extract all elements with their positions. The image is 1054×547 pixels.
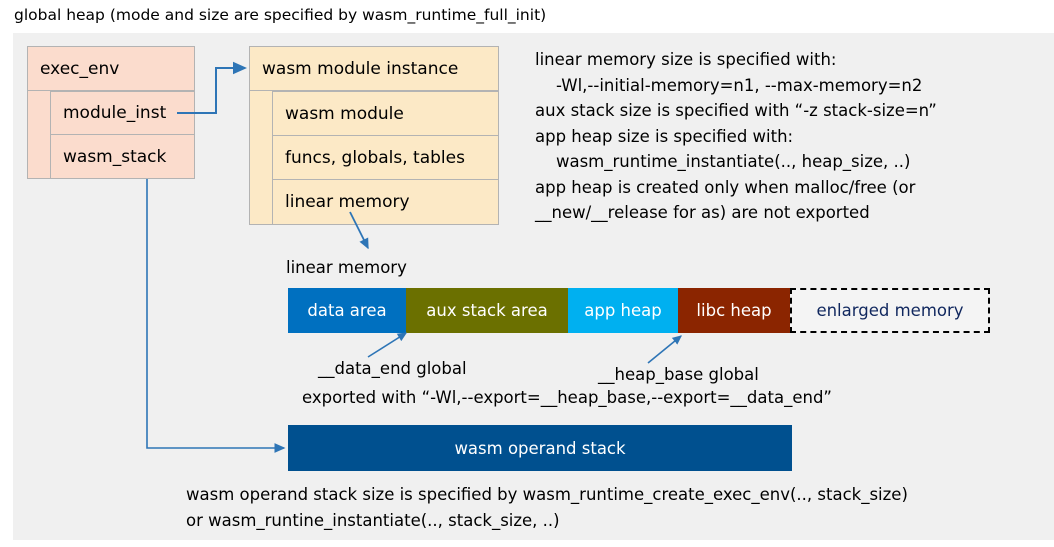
page-title: global heap (mode and size are specified… bbox=[14, 6, 547, 24]
module-instance-field-funcs-globals-tables-label: funcs, globals, tables bbox=[285, 147, 465, 168]
annotation-data-end: __data_end global bbox=[318, 359, 467, 378]
exec-env-field-wasm-stack: wasm_stack bbox=[50, 134, 195, 179]
memory-segment-label: libc heap bbox=[696, 301, 772, 320]
memory-segment-app-heap: app heap bbox=[568, 288, 678, 333]
wasm-operand-stack-label: wasm operand stack bbox=[454, 438, 626, 458]
memory-segment-label: data area bbox=[307, 301, 387, 320]
exec-env-header: exec_env bbox=[27, 46, 195, 91]
module-instance-header: wasm module instance bbox=[249, 46, 499, 91]
operand-stack-note: wasm operand stack size is specified by … bbox=[186, 485, 908, 530]
linear-memory-bar-label: linear memory bbox=[286, 258, 407, 277]
memory-segment-label: enlarged memory bbox=[816, 301, 964, 320]
module-instance-field-funcs-globals-tables: funcs, globals, tables bbox=[272, 135, 499, 180]
module-instance-indent-column bbox=[249, 91, 273, 225]
exec-env-indent-column bbox=[27, 91, 51, 179]
memory-segment-data-area: data area bbox=[288, 288, 406, 333]
wasm-operand-stack-bar: wasm operand stack bbox=[288, 425, 792, 471]
memory-segment-label: app heap bbox=[584, 301, 662, 320]
annotation-exported-with: exported with “-Wl,--export=__heap_base,… bbox=[302, 388, 832, 407]
module-instance-field-wasm-module: wasm module bbox=[272, 91, 499, 136]
module-instance-field-wasm-module-label: wasm module bbox=[285, 103, 404, 124]
module-instance-field-linear-memory-label: linear memory bbox=[285, 192, 410, 212]
memory-segment-libc-heap: libc heap bbox=[678, 288, 790, 333]
linear-memory-notes: linear memory size is specified with: -W… bbox=[535, 50, 937, 222]
exec-env-field-module-inst-label: module_inst bbox=[63, 103, 167, 123]
exec-env-header-label: exec_env bbox=[40, 58, 120, 79]
exec-env-field-wasm-stack-label: wasm_stack bbox=[63, 146, 167, 167]
linear-memory-bar: data area aux stack area app heap libc heap… bbox=[288, 288, 990, 333]
exec-env-field-module-inst: module_inst bbox=[50, 91, 195, 135]
memory-segment-label: aux stack area bbox=[426, 301, 548, 320]
module-instance-field-linear-memory: linear memory bbox=[272, 179, 499, 225]
module-instance-header-label: wasm module instance bbox=[262, 58, 459, 79]
memory-segment-aux-stack-area: aux stack area bbox=[406, 288, 568, 333]
memory-segment-enlarged-memory: enlarged memory bbox=[790, 288, 990, 333]
annotation-heap-base: __heap_base global bbox=[598, 365, 759, 384]
